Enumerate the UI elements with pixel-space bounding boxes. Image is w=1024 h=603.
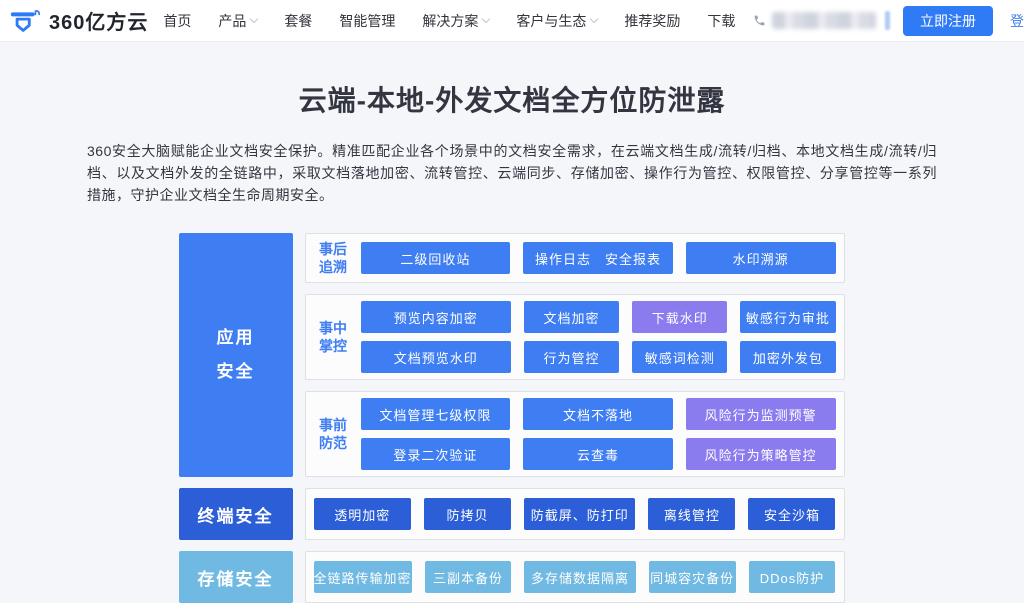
feature-row: 文档管理七级权限 文档不落地 风险行为监测预警 xyxy=(360,398,836,431)
nav-label: 智能管理 xyxy=(339,12,396,29)
feature-ddos-protection: DDos防护 xyxy=(748,561,836,594)
nav-item-smart-management[interactable]: 智能管理 xyxy=(339,11,395,31)
group-label-line: 事前 xyxy=(319,417,347,434)
nav-label: 解决方案 xyxy=(422,12,479,29)
side-label-line: 应用 xyxy=(216,328,255,348)
feature-behavior-control: 行为管控 xyxy=(523,341,620,374)
logo-shield-icon xyxy=(10,6,42,36)
feature-doc-preview-watermark: 文档预览水印 xyxy=(360,341,511,374)
feature-same-city-disaster-backup: 同城容灾备份 xyxy=(648,561,736,594)
feature-recycle-bin: 二级回收站 xyxy=(360,242,511,275)
divider xyxy=(885,11,890,30)
feature-security-sandbox: 安全沙箱 xyxy=(748,498,836,531)
group-label-line: 防范 xyxy=(319,435,347,452)
chevron-down-icon xyxy=(482,14,491,23)
page-description: 360安全大脑赋能企业文档安全保护。精准匹配企业各个场景中的文档安全需求，在云端… xyxy=(87,143,937,203)
feature-offline-control: 离线管控 xyxy=(648,498,736,531)
group-label-line: 追溯 xyxy=(319,259,347,276)
group-rows: 文档管理七级权限 文档不落地 风险行为监测预警 登录二次验证 云查毒 风险行为策… xyxy=(360,398,836,471)
feature-full-link-transfer-encrypt: 全链路传输加密 xyxy=(313,561,412,594)
security-diagram: 应用 安全 事后 追溯 二级回收站 操作日志 安全报表 水印溯源 事中 掌控 xyxy=(178,233,846,603)
feature-risk-policy-control: 风险行为策略管控 xyxy=(685,438,836,471)
feature-preview-content-encrypt: 预览内容加密 xyxy=(360,301,511,334)
feature-three-replica-backup: 三副本备份 xyxy=(424,561,512,594)
nav-item-solutions[interactable]: 解决方案 xyxy=(422,11,491,31)
nav-label: 产品 xyxy=(218,12,247,29)
nav-item-download[interactable]: 下载 xyxy=(707,11,735,31)
group-in-process-control: 事中 掌控 预览内容加密 文档加密 下载水印 敏感行为审批 文档预览水印 行为管… xyxy=(304,294,845,381)
feature-watermark-trace: 水印溯源 xyxy=(685,242,836,275)
nav-label: 套餐 xyxy=(284,12,313,29)
side-label-line: 安全 xyxy=(216,362,255,382)
register-button[interactable]: 立即注册 xyxy=(903,5,993,36)
feature-seven-level-permission: 文档管理七级权限 xyxy=(360,398,511,431)
feature-sensitive-behavior-approval: 敏感行为审批 xyxy=(740,301,836,334)
logo-text: 360亿方云 xyxy=(49,12,149,34)
blurred-phone-number xyxy=(772,12,876,29)
feature-row: 全链路传输加密 三副本备份 多存储数据隔离 同城容灾备份 DDos防护 xyxy=(313,561,836,594)
feature-anti-copy: 防拷贝 xyxy=(423,498,512,531)
group-label-line: 事中 xyxy=(319,320,347,337)
group-terminal-security: 透明加密 防拷贝 防截屏、防打印 离线管控 安全沙箱 xyxy=(304,488,845,541)
group-rows: 二级回收站 操作日志 安全报表 水印溯源 xyxy=(360,242,836,275)
group-rows: 全链路传输加密 三副本备份 多存储数据隔离 同城容灾备份 DDos防护 xyxy=(313,561,836,594)
group-label: 事前 防范 xyxy=(306,416,361,452)
feature-doc-encrypt: 文档加密 xyxy=(523,301,620,334)
feature-download-watermark: 下载水印 xyxy=(632,301,728,334)
group-after-event-trace: 事后 追溯 二级回收站 操作日志 安全报表 水印溯源 xyxy=(304,233,845,284)
nav-item-home[interactable]: 首页 xyxy=(163,11,191,31)
nav-item-products[interactable]: 产品 xyxy=(218,11,259,31)
feature-cloud-virus-scan: 云查毒 xyxy=(523,438,673,471)
feature-operation-log-report: 操作日志 安全报表 xyxy=(523,242,673,275)
logo[interactable]: 360亿方云 xyxy=(10,6,148,36)
feature-row: 透明加密 防拷贝 防截屏、防打印 离线管控 安全沙箱 xyxy=(313,498,836,531)
group-label-line: 事后 xyxy=(319,241,347,257)
chevron-down-icon xyxy=(590,14,599,23)
chevron-down-icon xyxy=(250,14,259,23)
group-label-line: 掌控 xyxy=(319,338,347,355)
feature-row: 预览内容加密 文档加密 下载水印 敏感行为审批 xyxy=(360,301,836,334)
feature-multi-storage-isolation: 多存储数据隔离 xyxy=(524,561,636,594)
group-rows: 预览内容加密 文档加密 下载水印 敏感行为审批 文档预览水印 行为管控 敏感词检… xyxy=(360,301,836,374)
nav-label: 推荐奖励 xyxy=(624,12,681,29)
feature-transparent-encrypt: 透明加密 xyxy=(313,498,411,531)
page-title: 云端-本地-外发文档全方位防泄露 xyxy=(298,85,726,116)
side-label-application-security: 应用 安全 xyxy=(178,233,293,478)
header-actions: 立即注册 登录 xyxy=(753,5,1024,36)
top-navbar: 360亿方云 首页 产品 套餐 智能管理 解决方案 客户与生态 xyxy=(0,0,1024,42)
group-rows: 透明加密 防拷贝 防截屏、防打印 离线管控 安全沙箱 xyxy=(313,498,836,531)
nav-item-customers-ecosystem[interactable]: 客户与生态 xyxy=(516,11,599,31)
feature-risk-monitor-warning: 风险行为监测预警 xyxy=(685,398,836,431)
feature-row: 文档预览水印 行为管控 敏感词检测 加密外发包 xyxy=(360,341,836,374)
group-label: 事中 掌控 xyxy=(306,319,361,355)
feature-doc-no-landing: 文档不落地 xyxy=(523,398,673,431)
feature-row: 二级回收站 操作日志 安全报表 水印溯源 xyxy=(360,242,836,275)
side-label-storage-security: 存储安全 xyxy=(178,551,293,603)
nav-label: 客户与生态 xyxy=(516,12,587,29)
group-advance-prevention: 事前 防范 文档管理七级权限 文档不落地 风险行为监测预警 登录二次验证 云查毒… xyxy=(304,391,845,478)
feature-sensitive-word-detect: 敏感词检测 xyxy=(632,341,728,374)
group-label: 事后 追溯 xyxy=(306,240,361,276)
login-link[interactable]: 登录 xyxy=(1010,12,1024,29)
nav-label: 下载 xyxy=(707,12,736,29)
group-storage-security: 全链路传输加密 三副本备份 多存储数据隔离 同城容灾备份 DDos防护 xyxy=(304,551,845,603)
nav-label: 首页 xyxy=(163,12,192,29)
feature-encrypted-outgoing-package: 加密外发包 xyxy=(740,341,836,374)
feature-anti-screenshot-print: 防截屏、防打印 xyxy=(524,498,636,531)
nav-item-plans[interactable]: 套餐 xyxy=(284,11,312,31)
feature-row: 登录二次验证 云查毒 风险行为策略管控 xyxy=(360,438,836,471)
main-nav: 首页 产品 套餐 智能管理 解决方案 客户与生态 推荐奖励 xyxy=(163,11,735,31)
side-label-terminal-security: 终端安全 xyxy=(178,488,293,541)
contact-phone xyxy=(753,12,876,29)
feature-login-two-factor: 登录二次验证 xyxy=(360,438,511,471)
nav-item-referral-rewards[interactable]: 推荐奖励 xyxy=(624,11,680,31)
phone-icon xyxy=(753,14,766,27)
